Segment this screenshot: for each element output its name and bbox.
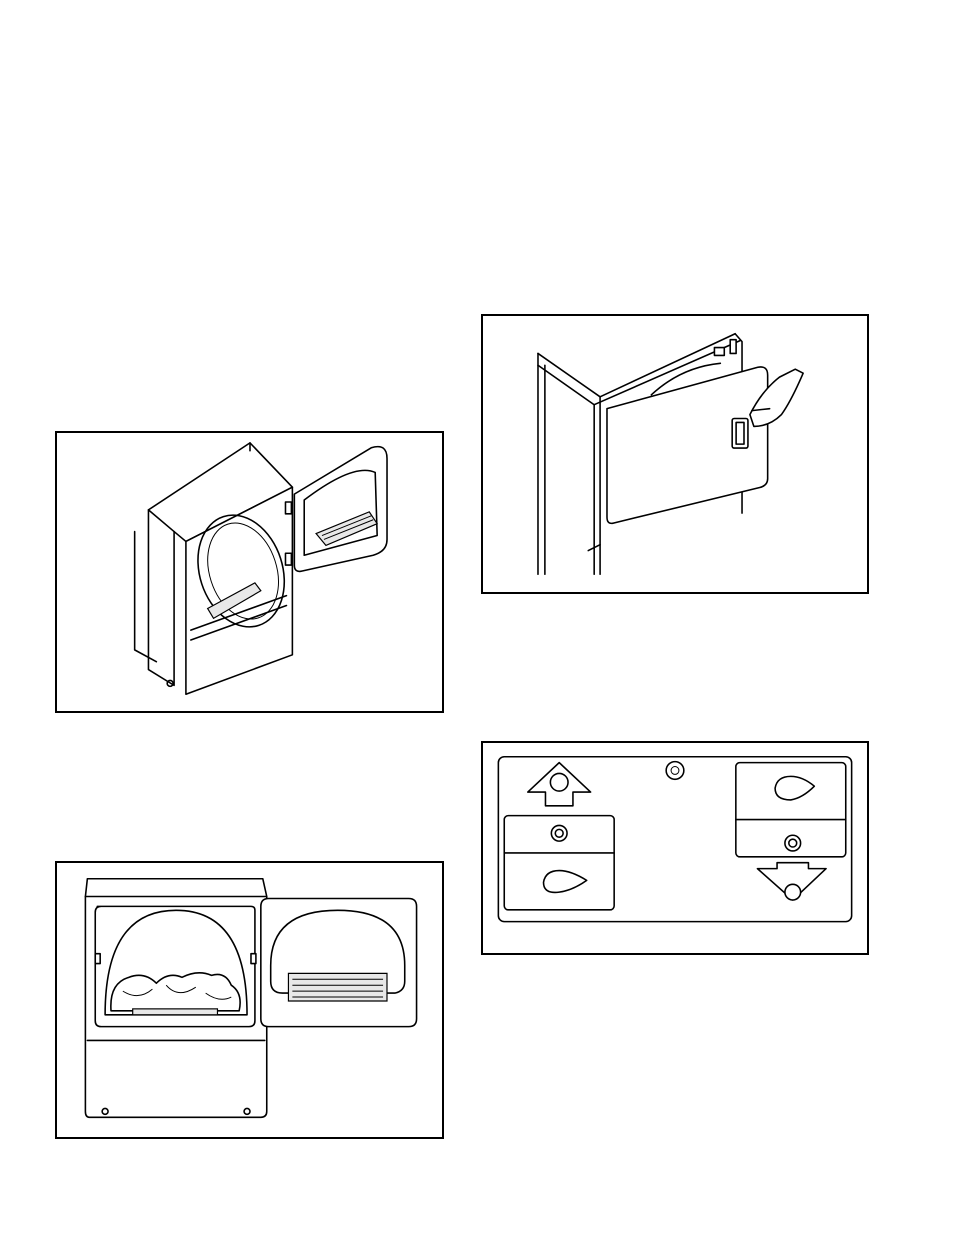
power-icon <box>666 762 684 780</box>
figure-dryer-front-view <box>55 861 444 1139</box>
dryer-door-open-illustration <box>57 433 442 711</box>
figure-door-removal <box>481 314 869 594</box>
figure-dryer-door-open <box>55 431 444 713</box>
hand-lifting-door-illustration <box>483 316 867 592</box>
control-panel-diagram <box>483 743 867 953</box>
figure-control-panel <box>481 741 869 955</box>
dryer-front-view-illustration <box>57 863 442 1137</box>
